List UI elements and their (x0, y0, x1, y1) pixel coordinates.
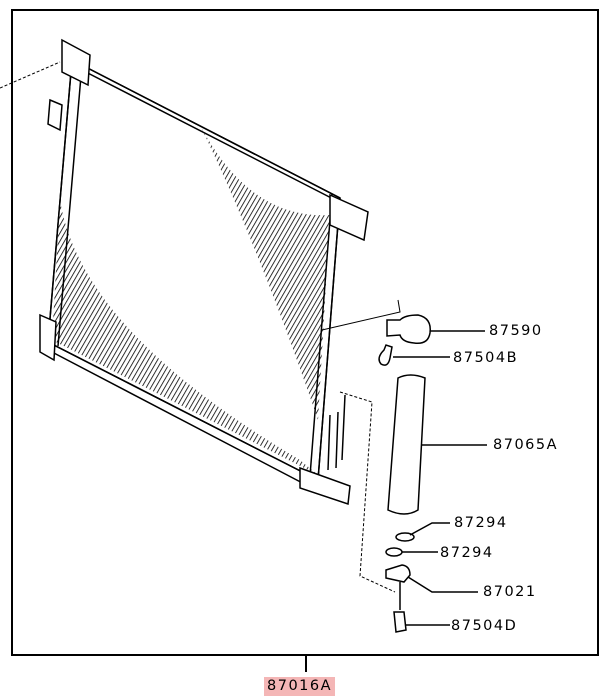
callout-87590[interactable]: 87590 (489, 323, 543, 339)
receiver-drier-parts (378, 314, 431, 633)
callout-87021[interactable]: 87021 (483, 584, 537, 600)
main-part-label-87016a[interactable]: 87016A (264, 677, 336, 696)
callout-87504d[interactable]: 87504D (451, 618, 518, 634)
leader-lines (393, 330, 487, 626)
callout-87065a[interactable]: 87065A (493, 437, 559, 453)
condenser (39, 38, 401, 593)
callout-87294-upper[interactable]: 87294 (454, 515, 508, 531)
callout-87504b[interactable]: 87504B (453, 350, 519, 366)
callout-87294-lower[interactable]: 87294 (440, 545, 494, 561)
